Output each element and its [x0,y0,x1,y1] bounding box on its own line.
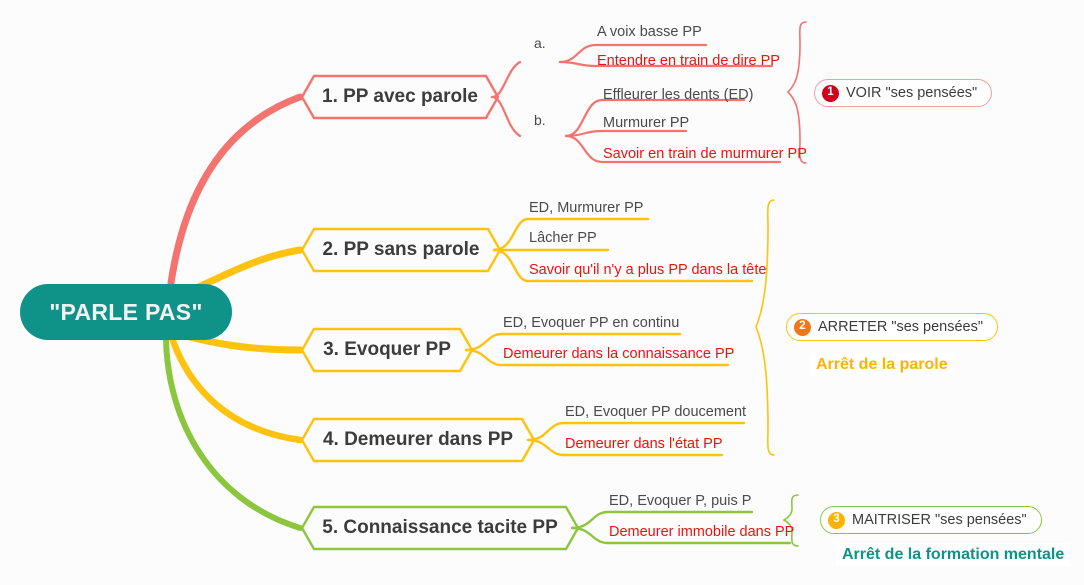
callout-label-1: VOIR "ses pensées" [846,85,978,101]
leaf-b2-2[interactable]: Lâcher PP [529,230,597,246]
leaf-b3-2[interactable]: Demeurer dans la connaissance PP [503,346,735,362]
branch-node-5[interactable]: 5. Connaissance tacite PP [302,507,578,549]
leaf-b2-3[interactable]: Savoir qu'il n'y a plus PP dans la tête [529,262,767,278]
group-letter-b: b. [534,112,546,128]
leaf-b1-a-1[interactable]: A voix basse PP [597,24,702,40]
branch-node-3-label: 3. Evoquer PP [323,339,451,360]
leaf-b4-1[interactable]: ED, Evoquer PP doucement [565,404,747,420]
leaf-b1-a-2[interactable]: Entendre en train de dire PP [597,53,780,69]
leaf-b3-1[interactable]: ED, Evoquer PP en continu [503,315,680,331]
branch-node-2[interactable]: 2. PP sans parole [302,229,500,271]
leaf-b2-1[interactable]: ED, Murmurer PP [529,200,644,216]
callout-subtitle-3: Arrêt de la formation mentale [836,543,1071,567]
callout-pill-3[interactable]: 3 MAITRISER "ses pensées" [820,506,1042,534]
callout-label-3: MAITRISER "ses pensées" [852,512,1027,528]
root-node[interactable]: "PARLE PAS" [20,284,232,340]
branch-node-1-label: 1. PP avec parole [322,86,478,107]
branch-node-2-label: 2. PP sans parole [322,239,480,260]
branch-node-4-label: 4. Demeurer dans PP [322,429,514,450]
brace-2 [755,199,775,456]
b1-b-fork-dn [564,134,604,164]
brace-1 [786,21,807,164]
leaf-b1-b-1[interactable]: Effleurer les dents (ED) [603,87,754,103]
callout-subtitle-2: Arrêt de la parole [810,353,954,377]
callout-badge-3-icon: 3 [828,511,845,529]
callout-badge-2-icon: 2 [794,318,811,336]
branch-node-3[interactable]: 3. Evoquer PP [302,329,472,371]
leaf-b1-b-3[interactable]: Savoir en train de murmurer PP [603,146,807,162]
leaf-b4-2[interactable]: Demeurer dans l'état PP [565,436,723,452]
leaf-b1-b-2[interactable]: Murmurer PP [603,115,690,131]
callout-braces [755,21,807,547]
main-branch-5-stroke [163,337,303,531]
callout-badge-1-icon: 1 [822,84,839,102]
group-letter-a: a. [534,35,546,51]
main-branch-4-stroke [168,334,304,444]
b1-a-fork-dn [558,60,598,68]
leaf-b5-1[interactable]: ED, Evoquer P, puis P [609,493,752,509]
hexagon-outlines [300,74,580,551]
branch-1-subconnectors [490,43,604,164]
b1-b-fork-up [564,98,604,138]
branch-node-5-label: 5. Connaissance tacite PP [322,517,558,538]
root-node-label: "PARLE PAS" [49,298,203,325]
callout-pill-1[interactable]: 1 VOIR "ses pensées" [814,79,993,107]
b1-a-fork-up [558,43,598,64]
branch-node-4[interactable]: 4. Demeurer dans PP [302,419,534,461]
branch-node-1[interactable]: 1. PP avec parole [302,76,498,118]
callout-pill-2[interactable]: 2 ARRETER "ses pensées" [786,313,999,341]
b1-b-fork-mid [564,129,604,138]
main-branch-1-stroke [166,93,304,294]
leaf-b5-2[interactable]: Demeurer immobile dans PP [609,524,795,540]
callout-label-2: ARRETER "ses pensées" [818,319,984,335]
